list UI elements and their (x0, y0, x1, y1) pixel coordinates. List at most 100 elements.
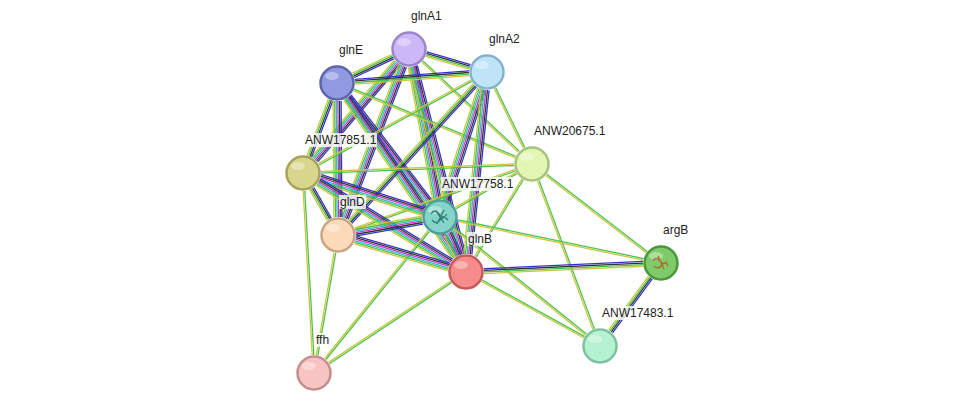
interaction-edge (464, 89, 489, 254)
evidence-line (484, 265, 643, 272)
node-highlight (302, 362, 316, 370)
evidence-line (482, 280, 584, 337)
evidence-line (426, 56, 469, 69)
protein-node: ANW20675.1 (514, 146, 550, 182)
node-highlight (291, 162, 305, 170)
protein-node: glnE (319, 65, 355, 101)
interaction-edge (307, 99, 333, 157)
interaction-edge (484, 261, 643, 273)
interaction-edge (538, 181, 595, 330)
interaction-edge (609, 276, 653, 333)
evidence-line (354, 244, 447, 271)
protein-node: ANW17758.1 (422, 199, 458, 235)
evidence-line (356, 221, 423, 233)
protein-circle (285, 155, 321, 191)
protein-circle (319, 65, 355, 101)
node-fill (298, 357, 331, 390)
interaction-edge (444, 232, 462, 258)
protein-node: argB (643, 245, 679, 281)
evidence-line (609, 276, 649, 330)
node-fill (393, 33, 426, 66)
evidence-line (356, 239, 449, 266)
evidence-line (310, 100, 331, 156)
evidence-line (303, 191, 312, 355)
evidence-line (356, 236, 449, 263)
interaction-edge (355, 71, 469, 84)
evidence-line (355, 76, 469, 84)
evidence-line (329, 283, 451, 364)
evidence-line (411, 67, 459, 255)
protein-circle (422, 199, 458, 235)
evidence-line (494, 89, 523, 149)
evidence-line (610, 277, 650, 331)
node-label: ffh (315, 333, 330, 347)
protein-node: glnD (320, 217, 356, 253)
evidence-line (355, 216, 422, 228)
evidence-line (336, 101, 338, 217)
node-fill (584, 330, 617, 363)
evidence-line (310, 190, 327, 221)
node-highlight (325, 72, 339, 80)
evidence-line (444, 235, 455, 257)
node-label: glnA2 (488, 32, 521, 46)
node-highlight (454, 261, 468, 269)
evidence-line (355, 218, 422, 230)
evidence-line (414, 66, 462, 254)
evidence-line (334, 101, 336, 217)
node-label: argB (662, 223, 689, 237)
evidence-line (351, 95, 432, 200)
structure-sketch (653, 256, 668, 269)
evidence-line (312, 101, 333, 157)
evidence-line (410, 67, 434, 200)
protein-node: glnA2 (469, 54, 505, 90)
node-label: ANW20675.1 (533, 124, 606, 138)
protein-circle (582, 328, 618, 364)
node-highlight (397, 38, 411, 46)
interaction-edge (352, 55, 393, 78)
interaction-edge (303, 191, 314, 355)
node-label: ANW17758.1 (441, 177, 514, 191)
evidence-line (355, 242, 448, 269)
evidence-line (611, 278, 651, 332)
node-label: glnB (467, 232, 493, 246)
node-label: glnD (339, 195, 366, 209)
evidence-line (356, 238, 449, 265)
node-label: glnA1 (410, 9, 443, 23)
protein-circle (643, 245, 679, 281)
evidence-line (496, 88, 525, 148)
evidence-line (352, 87, 477, 223)
interaction-edge (481, 280, 584, 338)
interaction-edge (354, 236, 450, 271)
evidence-line (348, 84, 473, 220)
evidence-line (469, 90, 486, 254)
node-label: glnE (338, 43, 364, 57)
node-label: ANW17851.1 (304, 133, 377, 147)
evidence-line (332, 101, 334, 217)
protein-circle (469, 54, 505, 90)
evidence-line (351, 86, 476, 222)
evidence-line (356, 219, 423, 231)
protein-circle (320, 217, 356, 253)
evidence-line (484, 266, 643, 273)
protein-circle (448, 254, 484, 290)
node-fill (645, 247, 678, 280)
node-fill (424, 201, 457, 234)
evidence-line (355, 74, 469, 82)
interaction-edge (426, 52, 471, 69)
evidence-line (329, 281, 451, 362)
evidence-line (321, 164, 514, 172)
node-label: ANW17483.1 (601, 306, 674, 320)
protein-node: ANW17851.1 (285, 155, 321, 191)
node-fill (471, 56, 504, 89)
evidence-line (481, 281, 583, 338)
node-highlight (475, 61, 489, 69)
evidence-line (356, 222, 423, 234)
evidence-line (426, 55, 469, 68)
node-fill (450, 256, 483, 289)
structure-sketch (431, 210, 448, 224)
node-fill (322, 219, 355, 252)
protein-node: ffh (296, 355, 332, 391)
node-fill (516, 148, 549, 181)
evidence-line (464, 89, 481, 253)
evidence-line (321, 166, 514, 174)
